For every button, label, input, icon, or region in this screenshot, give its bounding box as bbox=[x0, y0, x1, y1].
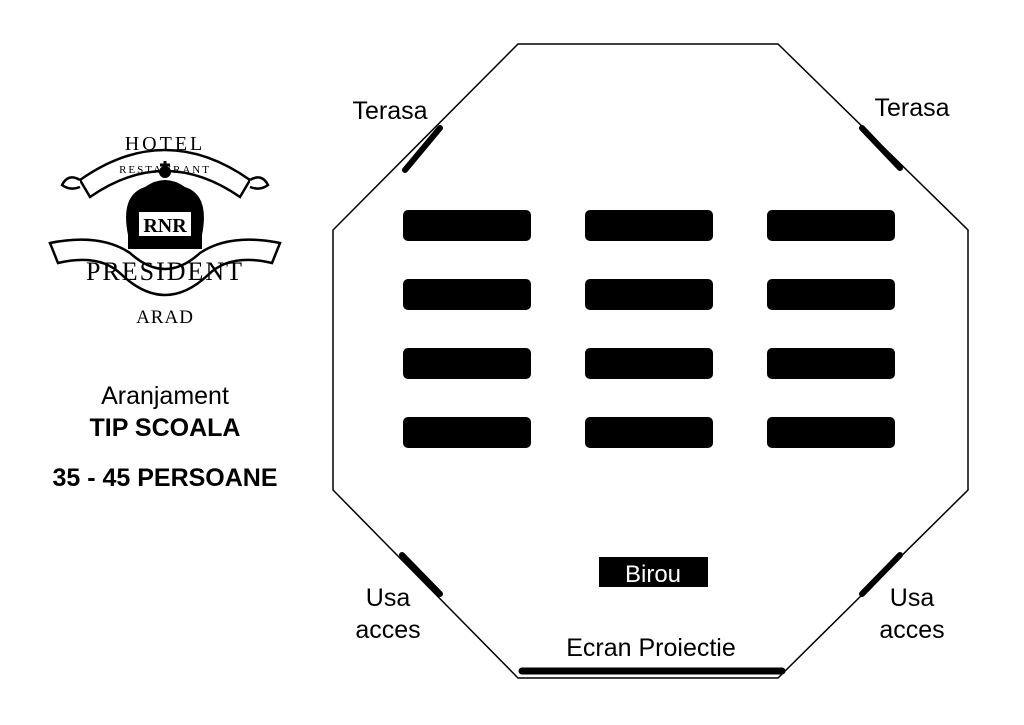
logo-city-text: ARAD bbox=[136, 307, 194, 328]
table-2-3 bbox=[767, 279, 895, 310]
logo-hotel-text: HOTEL bbox=[125, 133, 206, 155]
table-4-1 bbox=[403, 417, 531, 448]
table-3-1 bbox=[403, 348, 531, 379]
table-2-2 bbox=[585, 279, 713, 310]
door-left-label-2: acces bbox=[355, 616, 421, 644]
table-4-2 bbox=[585, 417, 713, 448]
terrace-right-door bbox=[859, 125, 903, 171]
logo-name-text: PRESIDENT bbox=[86, 257, 244, 286]
screen-label: Ecran Proiectie bbox=[566, 634, 736, 662]
desk bbox=[599, 557, 708, 587]
table-1-1 bbox=[403, 210, 531, 241]
terrace-left-door bbox=[402, 125, 443, 173]
capacity-label: 35 - 45 PERSOANE bbox=[52, 464, 278, 492]
terrace-right-label: Terasa bbox=[874, 94, 950, 122]
door-right-label-2: acces bbox=[879, 616, 945, 644]
door-left bbox=[399, 552, 443, 597]
table-3-3 bbox=[767, 348, 895, 379]
table-1-3 bbox=[767, 210, 895, 241]
table-3-2 bbox=[585, 348, 713, 379]
table-1-2 bbox=[585, 210, 713, 241]
arrangement-type: TIP SCOALA bbox=[89, 414, 241, 442]
door-right-label-1: Usa bbox=[889, 584, 935, 612]
logo-monogram: RNR bbox=[143, 215, 187, 237]
hotel-logo: HOTEL RESTAURANT RNR PRESIDENT ARAD bbox=[48, 133, 282, 328]
door-left-label-1: Usa bbox=[365, 584, 411, 612]
table-4-3 bbox=[767, 417, 895, 448]
terrace-left-label: Terasa bbox=[352, 97, 428, 125]
door-right bbox=[859, 552, 903, 597]
table-2-1 bbox=[403, 279, 531, 310]
arrangement-label: Aranjament bbox=[101, 382, 229, 410]
desk-label: Birou bbox=[625, 561, 681, 588]
